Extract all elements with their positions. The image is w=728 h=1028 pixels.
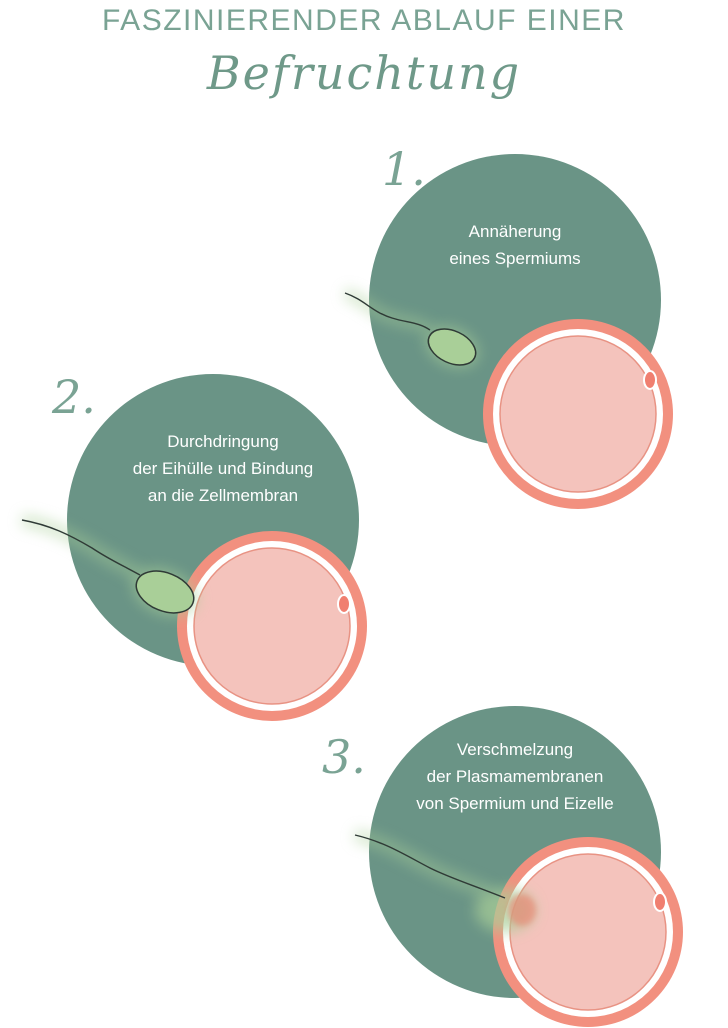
step-2-polar-body xyxy=(337,594,351,614)
step-1-egg-cell xyxy=(499,335,657,493)
step-1-illustration xyxy=(343,154,673,509)
step-1-caption-line: eines Spermiums xyxy=(449,249,581,268)
step-2-caption-line: der Eihülle und Bindung xyxy=(132,459,314,478)
step-3-polar-body xyxy=(653,892,667,912)
step-3-caption-line: der Plasmamembranen xyxy=(426,767,604,786)
step-1-polar-body xyxy=(643,370,657,390)
step-2-caption: Durchdringung der Eihülle und Bindung an… xyxy=(103,428,343,509)
title-line-1: FASZINIERENDER ABLAUF EINER xyxy=(102,4,626,37)
step-2-caption-line: an die Zellmembran xyxy=(147,486,299,505)
step-3-sperm xyxy=(353,829,536,932)
step-3-caption-line: von Spermium und Eizelle xyxy=(416,794,614,813)
step-1-sperm xyxy=(343,288,479,368)
title-script-befruchtung: Befruchtung xyxy=(206,46,522,100)
step-3-egg-cell xyxy=(509,853,667,1011)
step-2-egg-cell xyxy=(193,547,351,705)
step-1-caption-line: Annäherung xyxy=(468,222,562,241)
step-3-illustration xyxy=(353,706,683,1027)
step-2-illustration xyxy=(20,374,367,721)
step-2-sperm xyxy=(20,514,198,617)
step-1-caption: Annäherung eines Spermiums xyxy=(415,218,615,272)
step-1-number: 1. xyxy=(382,142,426,196)
step-3-caption-line: Verschmelzung xyxy=(456,740,574,759)
step-3-caption: Verschmelzung der Plasmamembranen von Sp… xyxy=(395,736,635,817)
step-2-caption-line: Durchdringung xyxy=(167,432,279,451)
step-3-number: 3. xyxy=(322,730,366,784)
step-2-number: 2. xyxy=(52,370,96,424)
